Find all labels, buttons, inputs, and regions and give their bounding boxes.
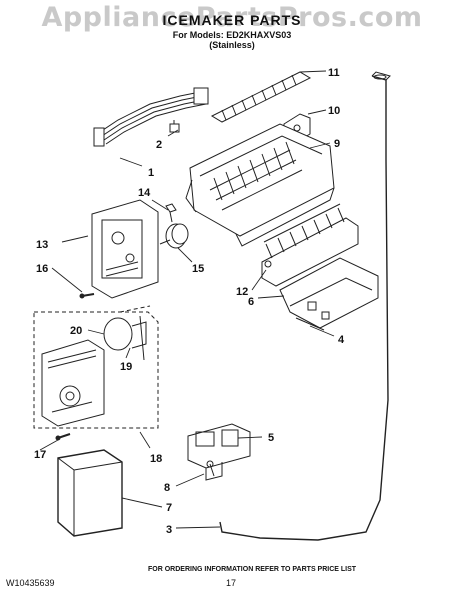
valve-screw-illustration: [206, 460, 215, 477]
callout-13: 13: [36, 239, 48, 251]
module-assembly-box: [33, 305, 159, 429]
ordering-info: FOR ORDERING INFORMATION REFER TO PARTS …: [148, 566, 357, 573]
models-line: For Models: ED2KHAXVS03: [172, 30, 292, 40]
control-module-illustration: [41, 339, 105, 427]
callout-7: 7: [166, 502, 172, 514]
wire-harness-illustration: [93, 87, 209, 147]
callout-11: 11: [328, 67, 340, 79]
callout-18: 18: [150, 453, 162, 465]
gear-motor-illustration: [103, 315, 147, 361]
callout-20: 20: [70, 325, 82, 337]
ice-mold-illustration: [185, 123, 335, 247]
drive-motor-illustration: [159, 223, 189, 249]
callout-16: 16: [36, 263, 48, 275]
finish-line: (Stainless): [209, 40, 255, 50]
control-housing-illustration: [91, 199, 159, 299]
callout-5: 5: [268, 432, 274, 444]
ejector-arm-illustration: [210, 71, 312, 123]
callout-3: 3: [166, 524, 172, 536]
foam-insulation-illustration: [57, 449, 123, 537]
fill-cup-illustration: [279, 257, 379, 331]
callout-15: 15: [192, 263, 204, 275]
module-screw-illustration: [55, 433, 71, 441]
callout-4: 4: [338, 334, 345, 346]
ejector-blade-illustration: [261, 203, 359, 287]
fill-tube-illustration: [219, 71, 391, 541]
callout-19: 19: [120, 361, 132, 373]
callout-17: 17: [34, 449, 46, 461]
callout-10: 10: [328, 105, 340, 117]
leader-lines: [39, 70, 335, 529]
housing-screw-illustration: [79, 293, 95, 299]
document-id: W10435639: [6, 578, 55, 588]
page-title: ICEMAKER PARTS: [162, 12, 302, 28]
callout-9: 9: [334, 138, 340, 150]
page-number: 17: [226, 578, 237, 588]
watermark: AppliancePartsPros.com: [41, 2, 423, 33]
callout-14: 14: [138, 187, 151, 199]
callout-1: 1: [148, 167, 154, 179]
callout-8: 8: [164, 482, 170, 494]
callout-12: 12: [236, 286, 248, 298]
motor-clip-illustration: [165, 203, 177, 223]
callout-2: 2: [156, 139, 162, 151]
callout-numbers: 1 2 3 4 5 6 7 8 9 10 11 12 13 14 15 16 1…: [34, 67, 345, 536]
water-valve-illustration: [187, 423, 251, 481]
callout-6: 6: [248, 296, 254, 308]
